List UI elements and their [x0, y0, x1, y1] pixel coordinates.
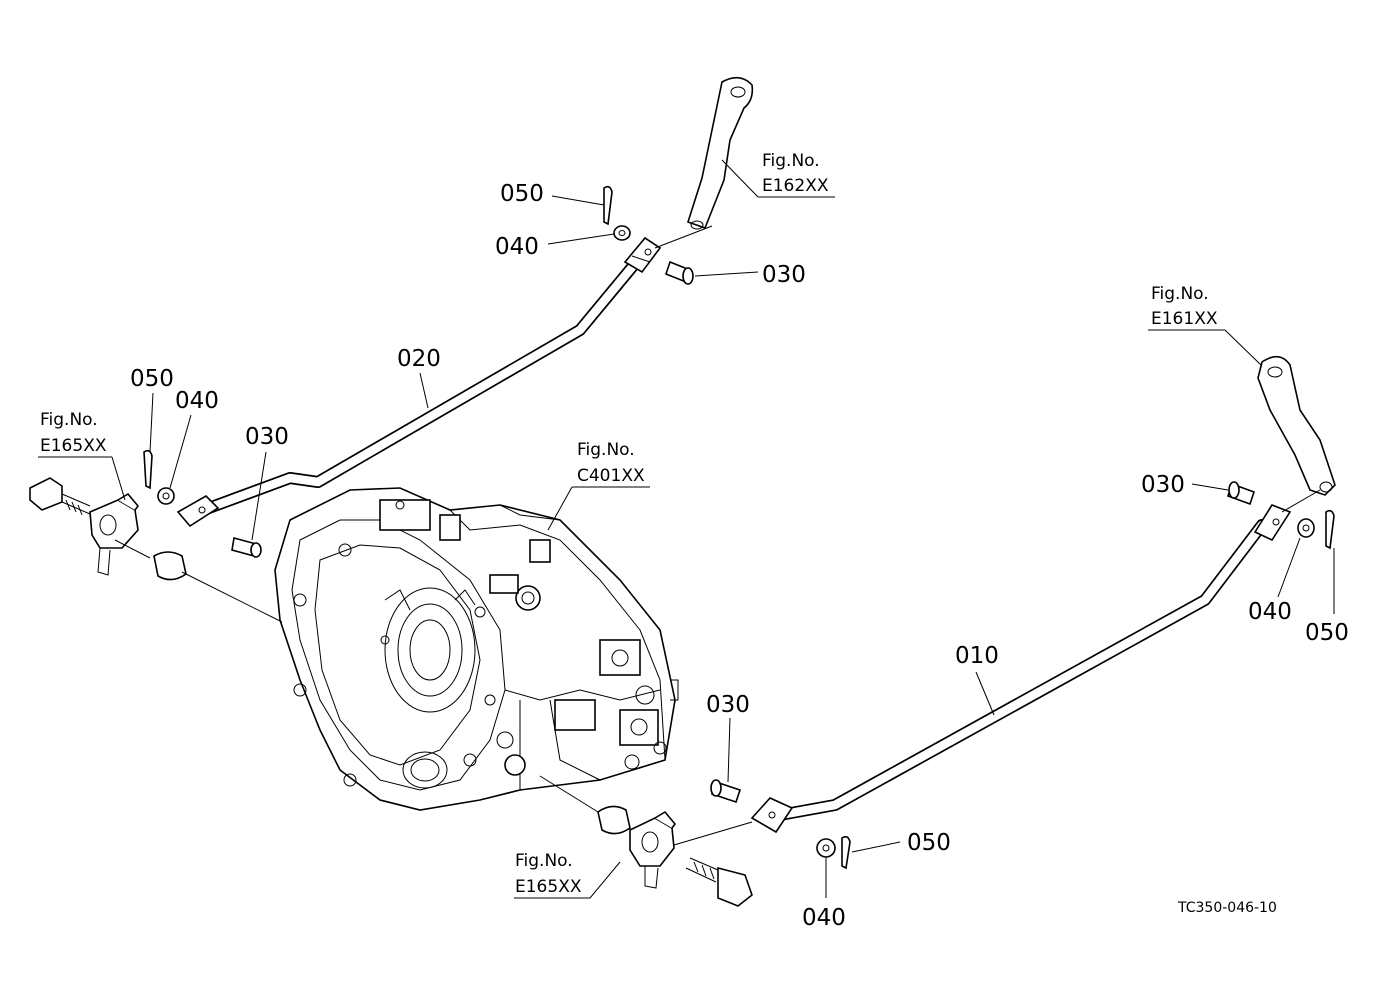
- clevis-pin-030-left: [231, 536, 262, 558]
- fig-ref-prefix-e165-lower: Fig.No.: [515, 851, 573, 871]
- figure-references: Fig.No. E162XX Fig.No. E161XX Fig.No. E1…: [40, 151, 1218, 897]
- clevis-upper-020: [623, 236, 662, 274]
- label-050-right: 050: [1305, 620, 1349, 646]
- part-labels: 050 040 030 020 050 040 030 030 040 050 …: [130, 181, 1349, 931]
- bracket-e165xx-lower: [539, 775, 753, 907]
- bracket-e165xx-upper: [29, 477, 283, 623]
- lever-e161xx: [1257, 355, 1336, 513]
- leader-lines: [38, 159, 1335, 899]
- rod-010: [774, 519, 1268, 821]
- washer-040-upper: [613, 225, 631, 241]
- clevis-pin-030-lower: [710, 779, 742, 804]
- transmission-housing: [274, 487, 679, 811]
- clevis-left-020: [176, 495, 220, 528]
- washer-040-left: [157, 487, 175, 505]
- label-050-left: 050: [130, 366, 174, 392]
- drawing-code: TC350-046-10: [1177, 900, 1277, 916]
- label-040-upper: 040: [495, 234, 539, 260]
- label-050-upper: 050: [500, 181, 544, 207]
- fig-ref-prefix-e161: Fig.No.: [1151, 284, 1209, 304]
- label-030-right: 030: [1141, 472, 1185, 498]
- label-050-lower: 050: [907, 830, 951, 856]
- label-040-lower: 040: [802, 905, 846, 931]
- cotter-pin-050-right: [1325, 509, 1335, 550]
- washer-040-lower: [816, 838, 836, 858]
- fig-ref-number-e165-upper: E165XX: [40, 436, 107, 456]
- lever-e162xx: [654, 76, 754, 249]
- fig-ref-number-e161: E161XX: [1151, 309, 1218, 329]
- fig-ref-prefix-c401: Fig.No.: [577, 440, 635, 460]
- fig-ref-prefix-e162: Fig.No.: [762, 151, 820, 171]
- label-040-right: 040: [1248, 599, 1292, 625]
- label-030-lower: 030: [706, 692, 750, 718]
- cotter-pin-050-lower: [841, 835, 851, 870]
- fig-ref-number-c401: C401XX: [577, 466, 645, 486]
- fig-ref-number-e162: E162XX: [762, 176, 829, 196]
- cotter-pin-050-upper: [603, 185, 613, 226]
- clevis-right-010: [1253, 504, 1292, 542]
- clevis-pin-030-right: [1226, 481, 1256, 506]
- label-030-upper: 030: [762, 262, 806, 288]
- cotter-pin-050-left: [143, 449, 153, 490]
- label-020: 020: [397, 346, 441, 372]
- rod-020: [192, 254, 644, 518]
- fig-ref-number-e165-lower: E165XX: [515, 877, 582, 897]
- washer-040-right: [1297, 518, 1315, 538]
- label-040-left: 040: [175, 388, 219, 414]
- clevis-lower-010: [750, 797, 794, 834]
- clevis-pin-030-upper: [665, 260, 694, 285]
- fig-ref-prefix-e165-upper: Fig.No.: [40, 410, 98, 430]
- label-010: 010: [955, 643, 999, 669]
- label-030-left: 030: [245, 424, 289, 450]
